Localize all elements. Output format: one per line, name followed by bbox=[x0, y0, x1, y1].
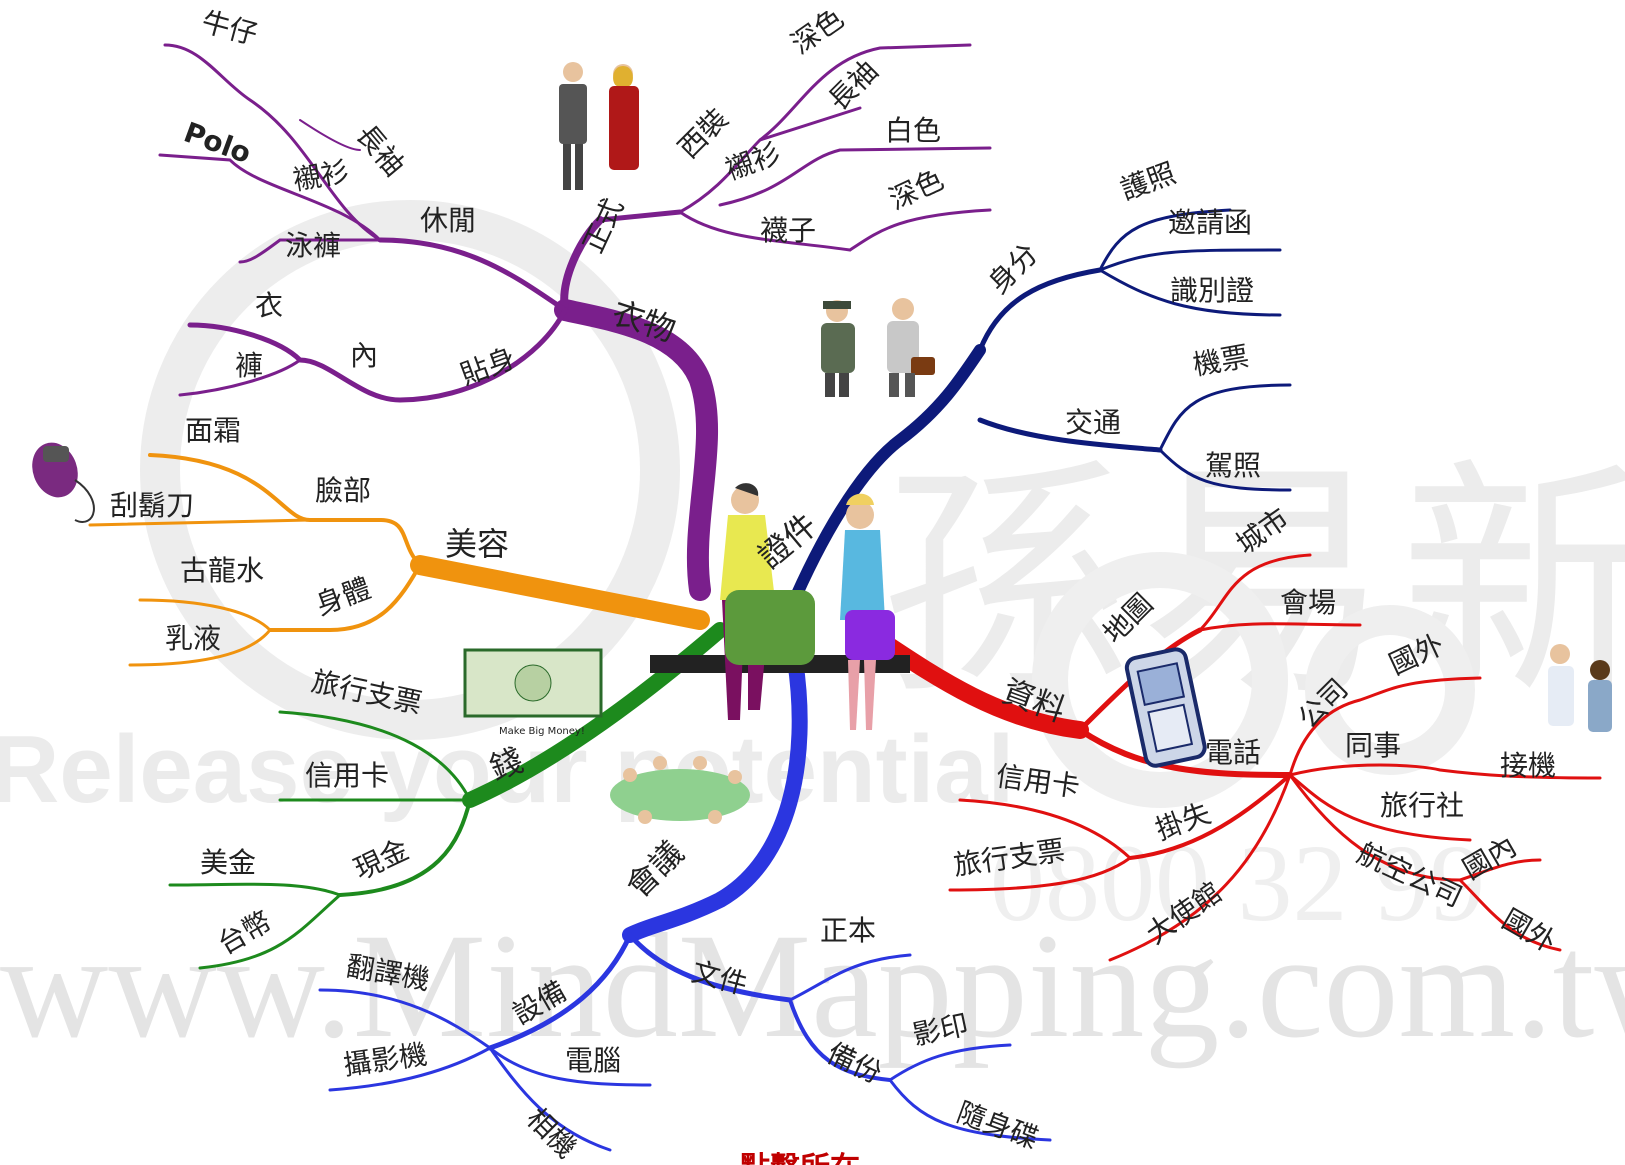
label-swim: 泳褲 bbox=[285, 229, 341, 262]
label-card: 信用卡 bbox=[305, 759, 389, 792]
label-pc: 電腦 bbox=[565, 1044, 621, 1077]
label-polo: Polo bbox=[180, 116, 256, 170]
label-usd: 美金 bbox=[200, 846, 256, 879]
trunk-info bbox=[871, 631, 1089, 739]
watermark-ring-right bbox=[1032, 552, 1288, 808]
label-lotion: 乳液 bbox=[165, 622, 221, 655]
businesspeople-illustration bbox=[559, 62, 639, 190]
label-venue: 會場 bbox=[1280, 586, 1336, 619]
label-suit-dark: 深色 bbox=[785, 2, 850, 61]
trunk-beauty bbox=[410, 555, 710, 630]
label-casual-shirt: 襯衫 bbox=[290, 155, 351, 197]
label-shirt-long: 長袖 bbox=[822, 54, 885, 117]
label-equip: 設備 bbox=[507, 974, 572, 1031]
center-travelers-illustration bbox=[720, 483, 895, 730]
label-phone: 電話 bbox=[1205, 736, 1261, 769]
label-airline-abroad: 國外 bbox=[1497, 902, 1562, 959]
label-transport: 交通 bbox=[1065, 406, 1121, 439]
svg-text:Make Big Money!: Make Big Money! bbox=[499, 726, 585, 737]
label-beauty: 美容 bbox=[445, 525, 509, 563]
watermark-ring-left bbox=[140, 200, 680, 740]
label-top: 衣 bbox=[255, 289, 283, 322]
label-copy: 影印 bbox=[910, 1008, 972, 1052]
label-original: 正本 bbox=[820, 914, 876, 947]
trunk-clothes bbox=[554, 299, 719, 601]
label-casual: 休閒 bbox=[420, 204, 476, 237]
label-usb: 隨身碟 bbox=[953, 1096, 1043, 1156]
officer-traveler-illustration bbox=[821, 298, 935, 397]
meeting-illustration bbox=[610, 756, 750, 824]
label-cream: 面霜 bbox=[185, 414, 241, 447]
label-camera: 相機 bbox=[520, 1102, 583, 1165]
trunk-money bbox=[462, 622, 728, 808]
watermark-ring-right2 bbox=[1305, 605, 1475, 775]
label-cash: 現金 bbox=[349, 833, 414, 887]
label-cologne: 古龍水 bbox=[180, 554, 264, 587]
label-pants: 褲 bbox=[235, 349, 263, 382]
label-jeans: 牛仔 bbox=[198, 5, 261, 51]
label-shirt-white: 白色 bbox=[885, 114, 941, 147]
label-face: 臉部 bbox=[315, 474, 371, 507]
label-ticket: 機票 bbox=[1190, 340, 1251, 382]
label-formal: 正式 bbox=[576, 193, 630, 258]
greeting-people-illustration bbox=[1548, 644, 1612, 732]
label-body: 身體 bbox=[311, 571, 375, 621]
footer-caption: 點擊所在 bbox=[740, 1151, 860, 1165]
label-socks: 襪子 bbox=[760, 214, 816, 247]
branch-clothes bbox=[158, 43, 992, 601]
label-meeting: 會議 bbox=[619, 834, 691, 906]
label-colleague: 同事 bbox=[1345, 729, 1401, 762]
label-airline: 航空公司 bbox=[1352, 836, 1467, 913]
label-license: 駕照 bbox=[1205, 449, 1261, 482]
label-inner: 內 bbox=[350, 339, 378, 372]
label-casual-long: 長袖 bbox=[350, 118, 411, 182]
branch-money bbox=[168, 622, 728, 970]
label-passport: 護照 bbox=[1116, 156, 1180, 206]
mobile-phone-illustration bbox=[1124, 647, 1207, 768]
label-agency: 旅行社 bbox=[1380, 789, 1464, 822]
trunk-meeting bbox=[622, 652, 808, 943]
label-razor: 刮鬍刀 bbox=[110, 489, 194, 522]
label-embassy: 大使館 bbox=[1140, 876, 1228, 951]
branch-beauty bbox=[88, 453, 710, 667]
label-invite: 邀請函 bbox=[1168, 206, 1252, 239]
label-pickup: 接機 bbox=[1500, 749, 1556, 782]
label-under: 貼身 bbox=[456, 341, 520, 391]
dollar-bill-illustration: Make Big Money! bbox=[463, 648, 603, 737]
razor-illustration bbox=[32, 442, 95, 523]
label-backup: 備份 bbox=[822, 1036, 887, 1090]
watermark-slogan: Release your potential bbox=[0, 716, 1015, 823]
label-shirt-formal: 襯衫 bbox=[721, 136, 785, 186]
watermark-phone: 0800 32 99 bbox=[990, 822, 1485, 944]
label-city: 城市 bbox=[1230, 502, 1295, 561]
label-translator: 翻譯機 bbox=[344, 949, 432, 996]
label-idcard: 識別證 bbox=[1170, 274, 1254, 307]
label-socks-dark: 深色 bbox=[884, 163, 949, 217]
label-lost-cheque: 旅行支票 bbox=[951, 834, 1067, 882]
trunk-id bbox=[784, 344, 986, 616]
branch-meeting bbox=[318, 652, 1052, 1152]
label-docs: 文件 bbox=[688, 955, 751, 1001]
branch-id bbox=[784, 208, 1292, 616]
